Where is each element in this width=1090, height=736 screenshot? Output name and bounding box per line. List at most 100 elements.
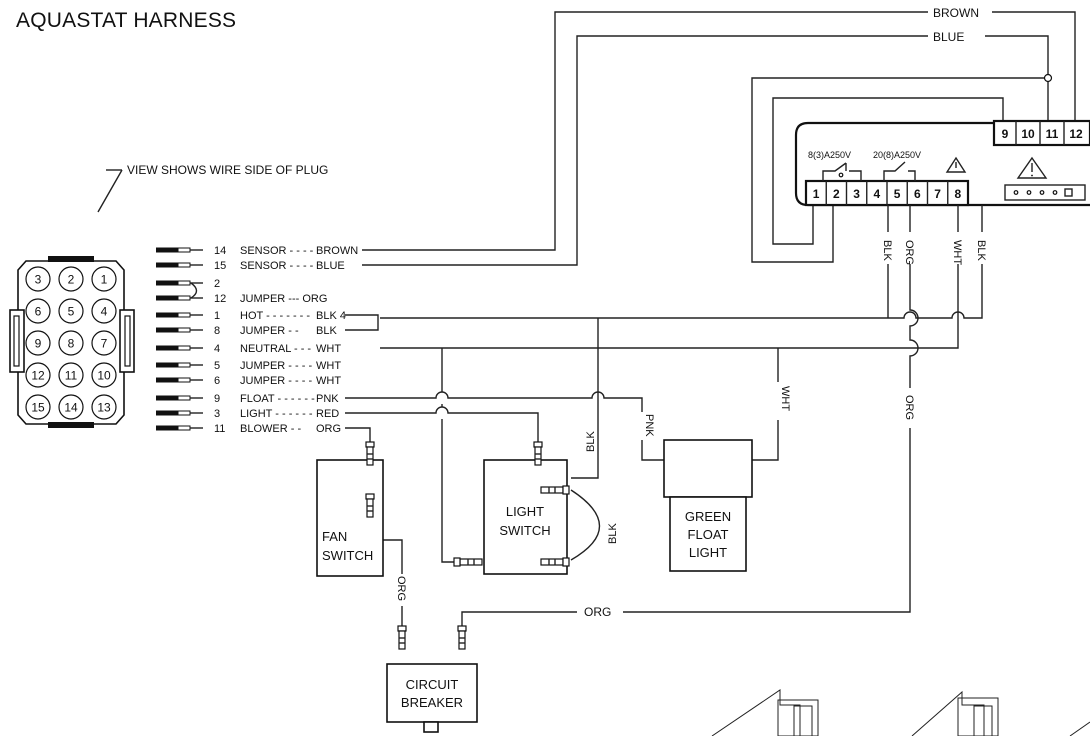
- plug-pin: [25, 362, 51, 388]
- plug-leader-line: [97, 169, 123, 213]
- plug-pin-label: 3: [35, 273, 42, 287]
- harness-function: JUMPER - - - -: [240, 375, 312, 387]
- wire-wht-to-light-switch: [441, 348, 460, 563]
- wire-brown: [362, 11, 928, 251]
- wire-brown-end: [992, 11, 1076, 138]
- plug-pin-label: 14: [64, 401, 78, 415]
- plug-pin-label: 4: [101, 305, 108, 319]
- plug-note: VIEW SHOWS WIRE SIDE OF PLUG: [127, 163, 328, 177]
- wire-terminal-icon: [156, 247, 178, 253]
- spade-connector-icon: [540, 485, 570, 495]
- harness-pin-number: 2: [214, 278, 220, 290]
- label-brown: BROWN: [933, 6, 979, 20]
- plug-pin: [91, 266, 117, 292]
- spade-connector-icon: [540, 557, 570, 567]
- plug-pin-label: 6: [35, 305, 42, 319]
- page-title: AQUASTAT HARNESS: [16, 9, 237, 32]
- harness-row: 2: [156, 278, 220, 290]
- wire-terminal-icon: [156, 280, 178, 286]
- harness-wire-color: BLK: [316, 325, 337, 337]
- plug-pin-label: 8: [68, 337, 75, 351]
- hot-jumper-loop: [345, 314, 379, 331]
- harness-function: SENSOR - - - -: [240, 245, 314, 257]
- lower-terminal-number: 7: [934, 187, 941, 201]
- green-float-light-lens: [663, 439, 753, 498]
- circuit-breaker-stud: [423, 721, 439, 733]
- aquastat-upper-block: [992, 119, 1090, 147]
- plug-pin: [25, 298, 51, 324]
- plug-key-bottom: [48, 422, 94, 428]
- harness-wire-color: RED: [316, 408, 339, 420]
- lower-terminal-number: 6: [914, 187, 921, 201]
- plug-latch-right-slot: [124, 315, 131, 367]
- light-switch-label-1: LIGHT: [506, 504, 544, 519]
- lower-terminal-number: 4: [874, 187, 881, 201]
- upper-terminal-number: 12: [1069, 127, 1083, 141]
- label-org-fan: ORG: [395, 576, 407, 601]
- harness-row: 6 JUMPER - - - - WHT: [156, 375, 341, 387]
- plug-pin: [58, 298, 84, 324]
- wire-blk-arc: [570, 489, 600, 561]
- harness-pin-number: 3: [214, 408, 220, 420]
- light-switch: [483, 459, 568, 575]
- wire-terminal-icon: [156, 377, 178, 383]
- label-blk-2: BLK: [607, 523, 619, 544]
- harness-wire-color: WHT: [316, 343, 341, 355]
- upper-terminal-number: 9: [1002, 127, 1009, 141]
- wire-blue-end: [985, 35, 1049, 138]
- drop-label-5: ORG: [903, 240, 915, 265]
- wire-terminal-icon: [156, 262, 178, 268]
- harness-function: JUMPER --- ORG: [240, 293, 327, 305]
- harness-pin-number: 12: [214, 293, 226, 305]
- green-float-light-label-3: LIGHT: [689, 545, 727, 560]
- plug-pin-label: 5: [68, 305, 75, 319]
- drop-8: [380, 264, 983, 319]
- harness-function: FLOAT - - - - - -: [240, 393, 315, 405]
- harness-pin-number: 11: [214, 423, 225, 435]
- harness-function: NEUTRAL - - -: [240, 343, 311, 355]
- spade-connector-icon: [365, 441, 375, 466]
- harness-wire-color: BLK 4: [316, 310, 346, 322]
- plug-pin-label: 1: [101, 273, 108, 287]
- harness-function: JUMPER - -: [240, 325, 299, 337]
- fan-switch-label-1: FAN: [322, 529, 347, 544]
- plug-pin-label: 9: [35, 337, 42, 351]
- fan-switch: [316, 459, 384, 577]
- plug-pin-label: 15: [31, 401, 45, 415]
- harness-wire-color: BLUE: [316, 260, 345, 272]
- plug-pin-label: 12: [31, 369, 45, 383]
- lower-terminal-number: 5: [894, 187, 901, 201]
- lower-terminal-number: 3: [853, 187, 860, 201]
- spade-connector-icon: [457, 625, 467, 650]
- lower-terminal-number: 1: [813, 187, 820, 201]
- harness-wire-color: WHT: [316, 375, 341, 387]
- upper-terminal-number: 10: [1021, 127, 1035, 141]
- harness-pin-number: 6: [214, 375, 220, 387]
- warning-icon-small: [945, 156, 967, 173]
- relay2-contact-icon: [883, 161, 916, 181]
- green-float-light: [669, 496, 747, 572]
- harness-pin-number: 5: [214, 360, 220, 372]
- lower-terminal-number: 8: [955, 187, 962, 201]
- spade-connector-icon: [365, 493, 375, 518]
- jumper-loop: [190, 282, 198, 299]
- green-float-light-label-1: GREEN: [685, 509, 731, 524]
- label-wht: WHT: [779, 386, 791, 411]
- wire-terminal-icon: [156, 362, 178, 368]
- plug-pin: [58, 362, 84, 388]
- harness-function: LIGHT - - - - - -: [240, 408, 313, 420]
- harness-function: SENSOR - - - -: [240, 260, 314, 272]
- plug-pin-label: 2: [68, 273, 75, 287]
- wire-loop-outer: [751, 77, 1048, 263]
- harness-function: HOT - - - - - - -: [240, 310, 310, 322]
- plug-pin: [58, 394, 84, 420]
- plug-pin-label: 13: [97, 401, 111, 415]
- spade-connector-icon: [397, 625, 407, 650]
